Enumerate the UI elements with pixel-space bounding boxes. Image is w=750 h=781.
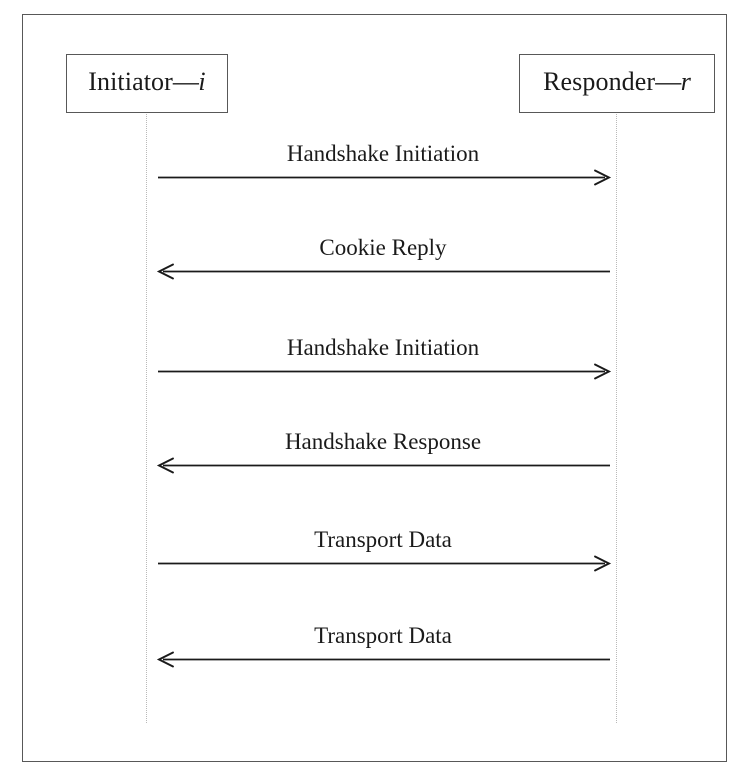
figure-frame: Initiator—i Responder—r Handshake Initia… [22,14,727,762]
message-label-5: Transport Data [314,527,452,552]
message-arrow-right-icon [158,169,612,186]
actor-label-initiator: Initiator—i [88,67,206,96]
message-arrow-left-icon [156,651,610,668]
lifeline-responder [616,114,617,723]
message-arrow-right-icon [158,555,612,572]
actor-symbol-initiator: i [198,67,206,96]
message-label-3: Handshake Initiation [286,335,480,360]
actor-box-responder: Responder—r [519,54,715,113]
message-label-1: Handshake Initiation [286,141,480,166]
message-arrow-left-icon [156,457,610,474]
message-label-4: Handshake Response [284,429,482,454]
actor-box-initiator: Initiator—i [66,54,228,113]
actor-symbol-responder: r [680,67,691,96]
message-arrow-left-icon [156,263,610,280]
message-label-2: Cookie Reply [319,235,447,260]
message-label-6: Transport Data [314,623,452,648]
actor-separator-initiator: — [172,67,199,96]
actor-separator-responder: — [655,67,681,96]
message-arrow-right-icon [158,363,612,380]
lifeline-initiator [146,114,147,723]
actor-label-responder: Responder—r [543,67,691,96]
